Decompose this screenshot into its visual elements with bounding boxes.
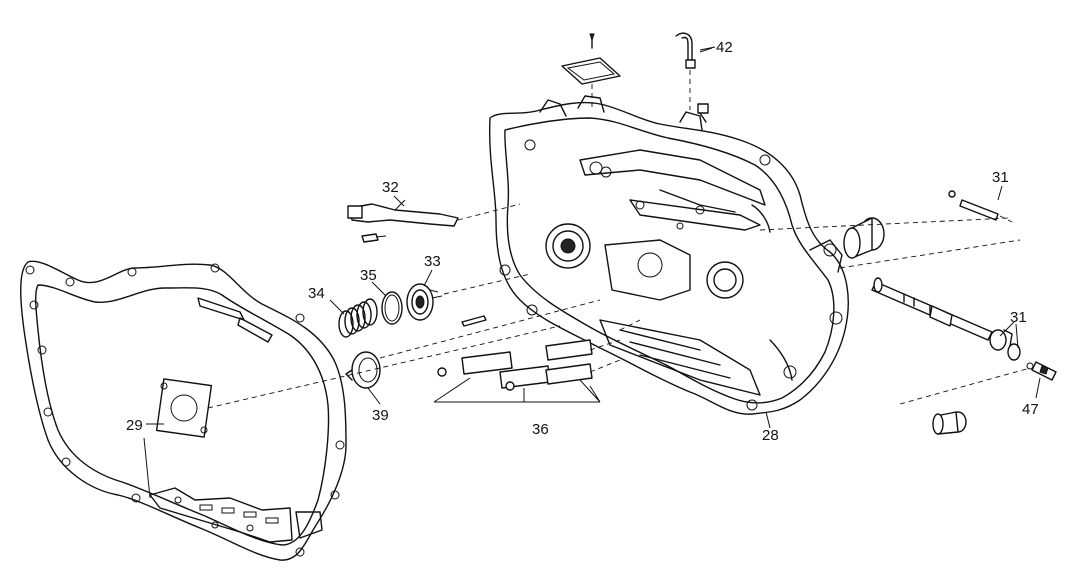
callout-32: 32 xyxy=(382,179,399,196)
o-ring-35 xyxy=(381,291,403,325)
callout-33: 33 xyxy=(424,253,441,270)
collar xyxy=(932,411,967,435)
callout-31-upper: 31 xyxy=(992,169,1009,186)
callout-28: 28 xyxy=(762,427,779,444)
bushing xyxy=(843,217,885,259)
callout-39: 39 xyxy=(372,407,389,424)
pin-31-upper xyxy=(948,190,1013,223)
vent-tube-42 xyxy=(675,32,713,110)
cap-39 xyxy=(345,351,381,389)
sensor-47 xyxy=(1026,361,1057,381)
callout-35: 35 xyxy=(360,267,377,284)
shift-lever-32 xyxy=(347,199,521,243)
spring-34 xyxy=(338,298,378,338)
oil-seal-33 xyxy=(406,273,531,321)
transmission-case xyxy=(488,95,849,415)
callout-labels: 42 31 32 33 35 34 31 39 29 36 28 47 xyxy=(126,39,1039,444)
detent-plates-36 xyxy=(437,339,621,391)
side-cover-gasket xyxy=(20,260,347,561)
leader-lines xyxy=(143,46,1041,499)
callout-31-lower: 31 xyxy=(1010,309,1027,326)
breather-plug xyxy=(697,103,709,123)
dowel-pin xyxy=(461,315,487,327)
callout-29: 29 xyxy=(126,417,143,434)
alignment-lines xyxy=(207,217,1031,409)
callout-47: 47 xyxy=(1022,401,1039,418)
top-cover-plate xyxy=(561,33,621,110)
callout-34: 34 xyxy=(308,285,325,302)
callout-42: 42 xyxy=(716,39,733,56)
shift-shaft-31 xyxy=(871,277,1021,361)
callout-36: 36 xyxy=(532,421,549,438)
